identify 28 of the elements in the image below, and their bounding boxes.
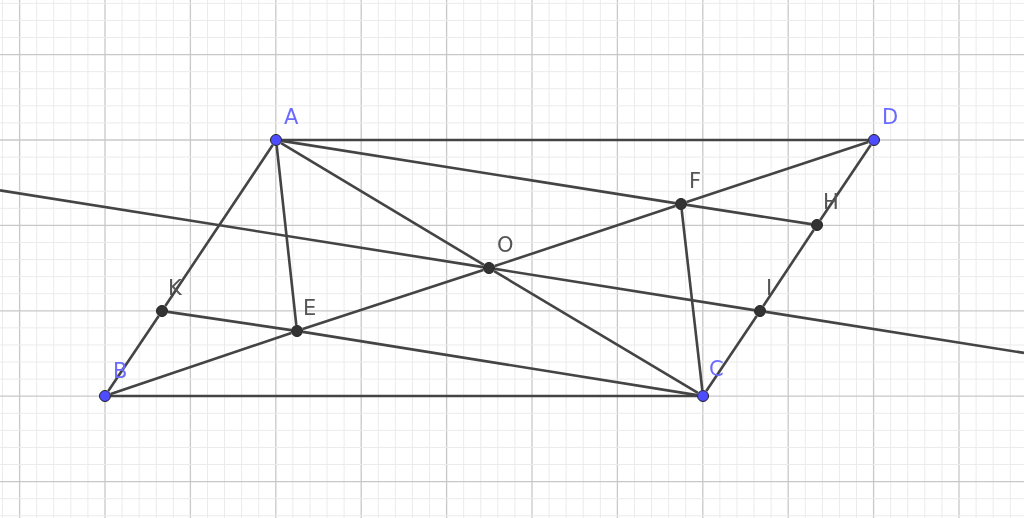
line-segment — [819, 144, 872, 221]
line-segment — [164, 144, 274, 307]
line-segment — [167, 310, 292, 332]
line-segment — [762, 229, 815, 307]
line-segment — [275, 145, 298, 326]
line-segment — [686, 203, 812, 226]
point-label: I — [766, 277, 773, 299]
line-segment — [111, 394, 697, 398]
point-label: O — [497, 234, 514, 256]
line-segment — [680, 209, 704, 391]
line-segment — [110, 331, 292, 396]
point-label: D — [882, 106, 899, 128]
line-segment — [302, 268, 484, 331]
point-label: F — [689, 170, 702, 192]
line-segment — [302, 330, 698, 397]
line-segment — [705, 315, 758, 392]
line-segment — [493, 270, 699, 394]
line-segment — [494, 204, 676, 268]
line-segment — [107, 315, 160, 392]
straight-line — [765, 310, 1024, 355]
straight-line — [0, 189, 484, 269]
line-segment — [494, 267, 755, 312]
line-segment — [282, 138, 868, 142]
line-segment — [281, 139, 676, 205]
line-segment — [280, 142, 485, 266]
point-label: E — [303, 297, 317, 319]
line-segment — [686, 140, 869, 204]
point-label: A — [284, 106, 299, 128]
